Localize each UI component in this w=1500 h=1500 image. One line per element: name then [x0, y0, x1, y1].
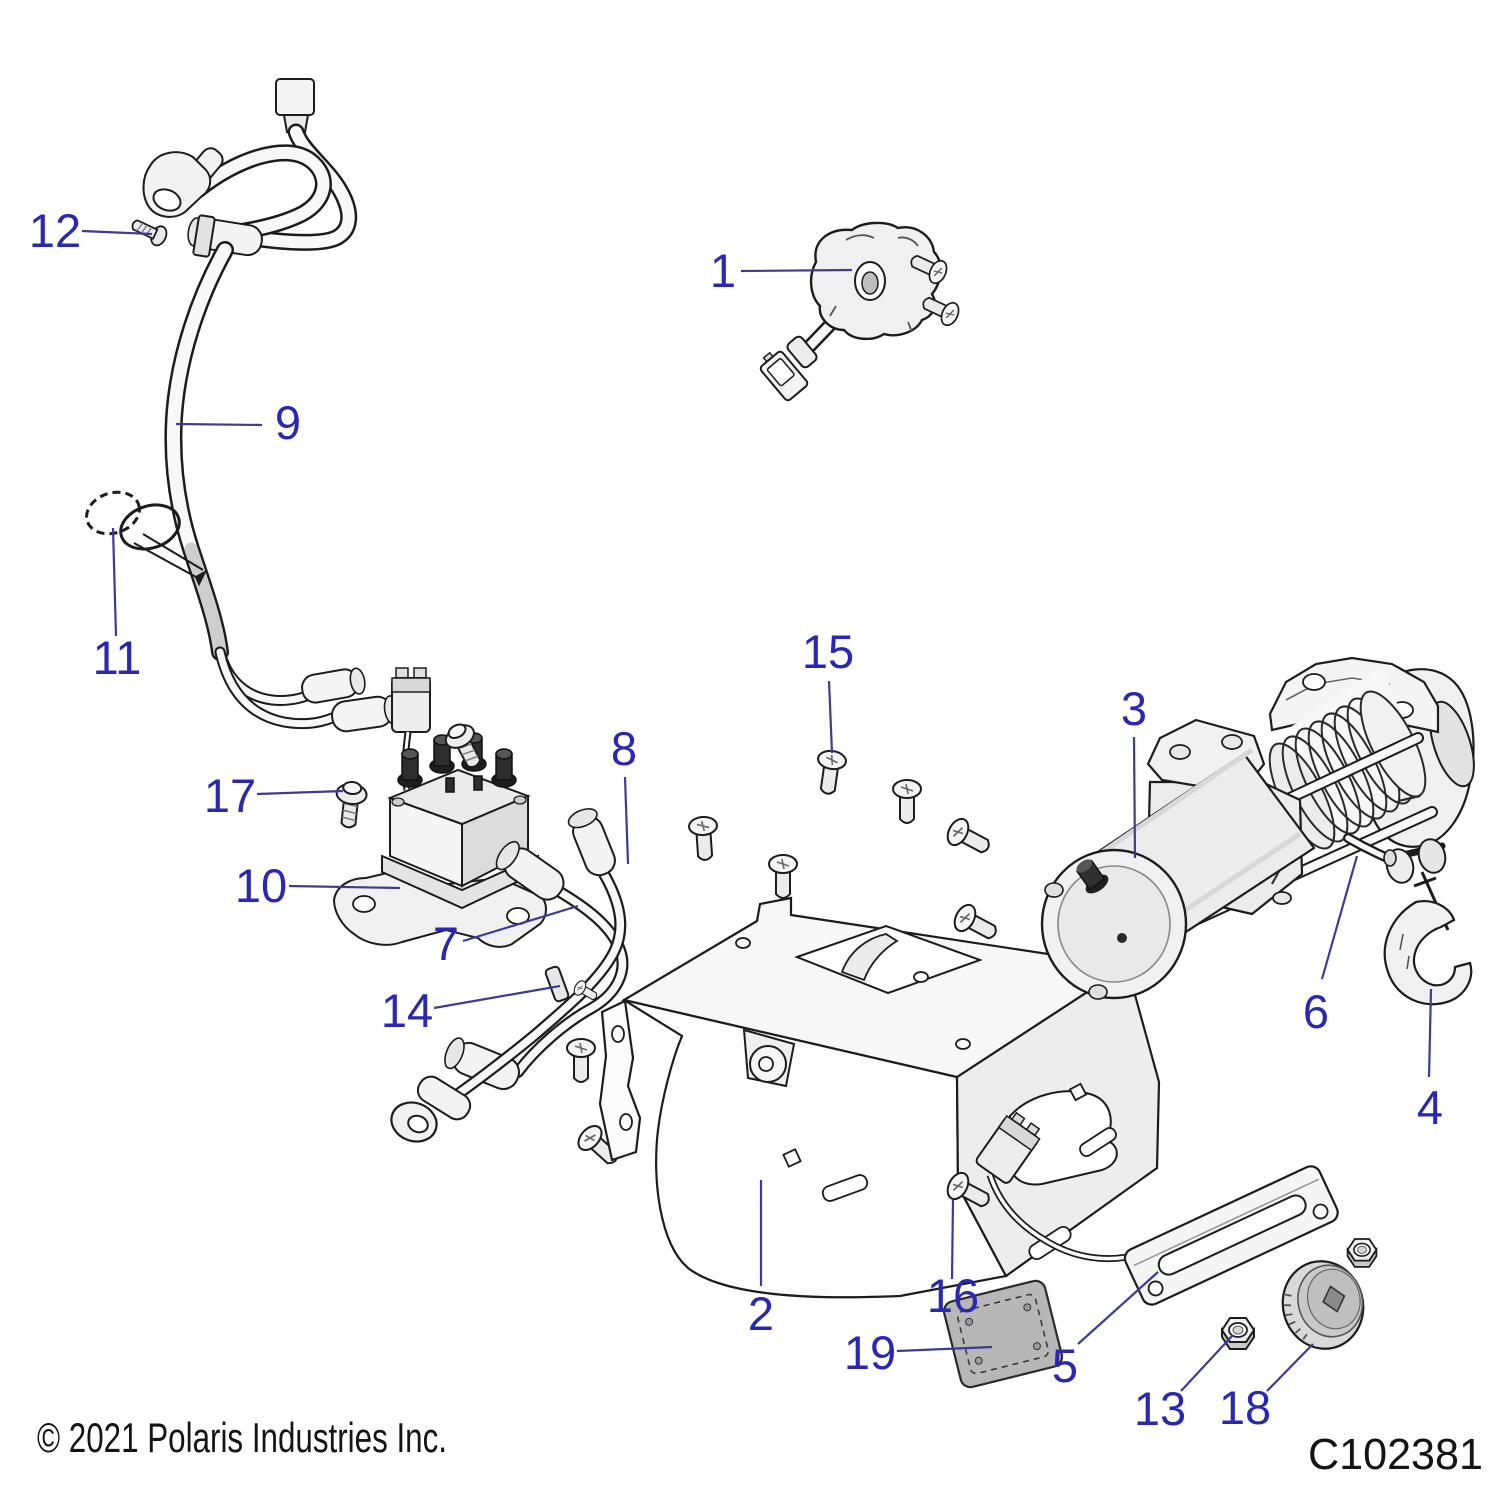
callout-leader-7	[462, 904, 579, 943]
callout-label-4: 4	[1417, 1081, 1443, 1134]
callout-label-10: 10	[235, 859, 287, 912]
callout-label-12: 12	[29, 204, 81, 257]
callout-label-18: 18	[1219, 1381, 1271, 1434]
mount-bracket	[598, 896, 1161, 1299]
fairlead	[1123, 1165, 1339, 1306]
cable-p-clamp	[85, 490, 208, 587]
callout-leader-15	[827, 680, 834, 754]
cap-18	[1281, 1260, 1365, 1350]
callout-label-11: 11	[93, 631, 142, 684]
terminal-boot-b	[331, 695, 400, 733]
cable-tie	[544, 965, 601, 1005]
callout-label-17: 17	[204, 769, 256, 822]
callout-leader-18	[1266, 1343, 1314, 1392]
nut-13	[1221, 1317, 1255, 1350]
callout-leader-6	[1320, 855, 1359, 980]
callout-leader-13	[1180, 1334, 1234, 1392]
winch-power-cables	[390, 808, 629, 1143]
callout-leader-17	[256, 789, 344, 796]
callout-label-9: 9	[275, 396, 301, 449]
winch-assembly	[1040, 656, 1475, 1000]
callout-label-1: 1	[710, 244, 736, 297]
cord-connector	[975, 1111, 1041, 1184]
callout-leader-10	[288, 884, 401, 890]
callout-label-15: 15	[802, 625, 854, 678]
callout-label-7: 7	[433, 917, 459, 970]
callout-leader-8	[623, 776, 630, 865]
terminal-boot-a	[301, 667, 366, 704]
callout-label-5: 5	[1052, 1339, 1078, 1392]
nut-aux	[1346, 1238, 1378, 1268]
callout-leader-12	[81, 229, 153, 236]
fairlead-cord	[975, 1111, 1150, 1262]
callout-leader-14	[433, 984, 561, 1010]
copyright-text: © 2021 Polaris Industries Inc.	[37, 1414, 447, 1461]
cable-clamp-screw	[131, 214, 216, 258]
winch-hook	[1383, 838, 1473, 1006]
callout-label-3: 3	[1121, 682, 1147, 735]
switch-connector	[759, 350, 809, 402]
callout-label-8: 8	[611, 722, 637, 775]
battery-cable-harness	[85, 78, 400, 733]
callout-leader-19	[896, 1345, 993, 1353]
callout-leader-3	[1132, 736, 1137, 859]
access-plate	[942, 1279, 1064, 1389]
callout-label-16: 16	[927, 1269, 979, 1322]
terminal-boot-elbow	[142, 147, 224, 218]
callout-label-19: 19	[844, 1326, 896, 1379]
callout-leader-5	[1077, 1271, 1159, 1345]
flange-bolt-17	[332, 779, 369, 830]
winch-switch	[759, 221, 963, 402]
callout-leader-16	[950, 1199, 955, 1280]
motor-terminal	[1075, 859, 1109, 894]
callout-label-6: 6	[1303, 985, 1329, 1038]
callout-label-13: 13	[1134, 1382, 1186, 1435]
part-code-text: C102381	[1308, 1430, 1483, 1479]
callout-leader-1	[740, 268, 853, 273]
callout-leader-9	[175, 422, 263, 427]
callout-label-2: 2	[748, 1287, 774, 1340]
callout-leader-4	[1427, 988, 1433, 1078]
callout-leader-11	[111, 527, 118, 637]
callout-label-14: 14	[381, 984, 433, 1037]
